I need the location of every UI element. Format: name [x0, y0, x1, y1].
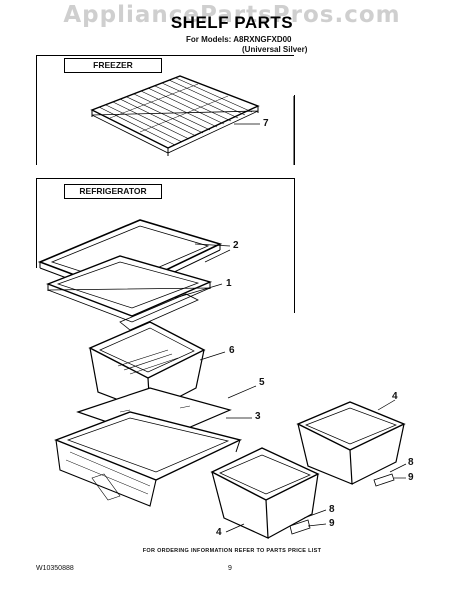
page-number: 9 — [228, 565, 232, 572]
crisper-cover-frame — [54, 411, 252, 507]
callout-8-right: 8 — [408, 457, 414, 468]
callout-9-left: 9 — [329, 518, 335, 529]
refrigerator-section-left — [36, 178, 37, 268]
callout-2: 2 — [233, 240, 239, 251]
freezer-wire-shelf — [90, 75, 260, 156]
callout-4-right: 4 — [392, 391, 398, 402]
model-info: For Models: A8RXNGFXD00 (Universal Silve… — [186, 35, 307, 55]
callout-7: 7 — [263, 118, 269, 129]
document-number: W10350888 — [36, 565, 74, 572]
freezer-section-top — [36, 55, 294, 56]
callout-8-left: 8 — [329, 504, 335, 515]
page-title: SHELF PARTS — [170, 13, 294, 32]
callout-5: 5 — [259, 377, 265, 388]
refrigerator-section-top — [36, 178, 294, 179]
refrigerator-label: REFRIGERATOR — [64, 184, 162, 199]
callout-6: 6 — [229, 345, 235, 356]
models-line: For Models: A8RXNGFXD00 — [186, 35, 292, 44]
refrigerator-section-right — [294, 178, 295, 313]
crisper-pan-right — [296, 399, 407, 487]
freezer-section-left — [36, 55, 37, 165]
color-line: (Universal Silver) — [242, 45, 308, 54]
callout-4-left: 4 — [216, 527, 222, 538]
glass-shelf-lower — [46, 255, 223, 331]
callout-3: 3 — [255, 411, 261, 422]
watermark-text: AppliancePartsPros.com — [63, 2, 401, 28]
callout-1: 1 — [226, 278, 232, 289]
callout-9-right: 9 — [408, 472, 414, 483]
freezer-label: FREEZER — [64, 58, 162, 73]
crisper-pan-left — [210, 447, 327, 539]
ordering-note: FOR ORDERING INFORMATION REFER TO PARTS … — [142, 548, 322, 554]
